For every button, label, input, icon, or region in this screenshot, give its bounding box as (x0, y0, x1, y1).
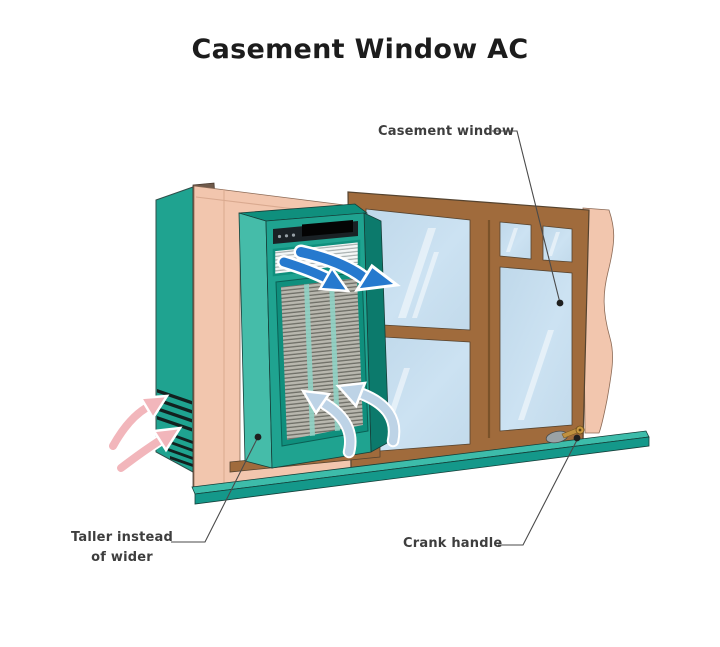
ac-front-grille (275, 271, 369, 447)
label-taller-instead-of-wider: Taller instead of wider (71, 530, 173, 565)
leader-dot-icon (556, 299, 564, 307)
cold-air-arrow-icon (277, 255, 351, 293)
exhaust-air-arrows (107, 394, 183, 474)
glass-pane-right-large (499, 266, 573, 432)
cold-air-arrow-icon (293, 244, 401, 292)
window-glass (365, 208, 573, 453)
exhaust-air-arrow-icon (115, 426, 183, 474)
ac-button (291, 233, 296, 237)
window-sill (191, 430, 650, 505)
crank-handle (545, 425, 585, 444)
cold-air-arrows (277, 244, 401, 293)
intake-air-arrow-icon (300, 389, 357, 459)
leader-line-casement-window (492, 130, 561, 304)
intake-air-arrows (300, 381, 401, 459)
intake-air-arrow-icon (335, 381, 401, 448)
exhaust-air-arrow-icon (107, 394, 170, 452)
ac-button (284, 234, 289, 238)
glass-pane-top-small-left (499, 221, 532, 260)
leader-dot-icon (573, 434, 581, 442)
ac-display (302, 220, 353, 237)
ac-unit (238, 203, 390, 469)
leader-dot-icon (254, 433, 262, 441)
casement-window (347, 191, 590, 469)
glass-reflections (380, 228, 560, 440)
label-casement-window: Casement window (378, 124, 515, 139)
leader-line-taller (171, 436, 259, 543)
page-title: Casement Window AC (191, 34, 529, 65)
leader-line-crank (498, 439, 578, 546)
ac-button (277, 234, 282, 239)
glass-pane-top-small-right (542, 225, 573, 263)
label-crank-handle: Crank handle (403, 536, 503, 551)
wall-right (582, 207, 615, 434)
ac-control-panel (273, 220, 358, 244)
leader-lines (171, 130, 581, 546)
